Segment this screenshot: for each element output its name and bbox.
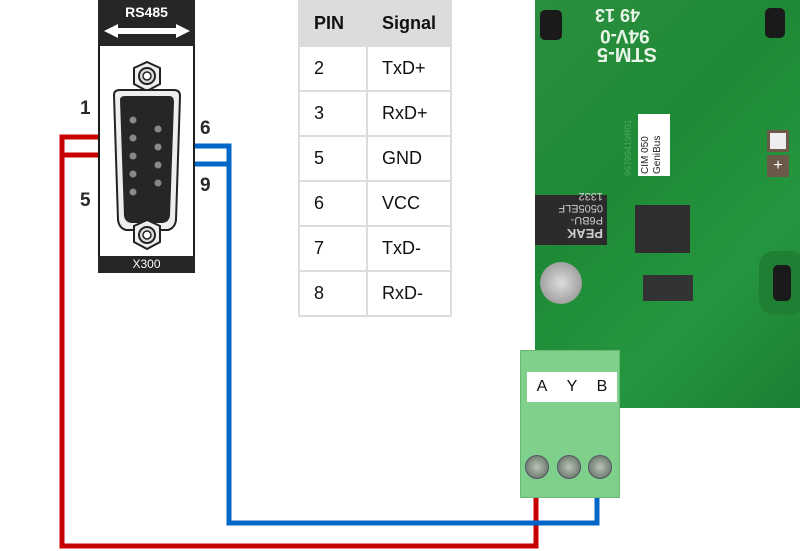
standoff-icon <box>765 8 785 38</box>
pin-label-5: 5 <box>80 190 91 211</box>
standoff-icon <box>773 265 791 301</box>
signal-cell: RxD+ <box>366 90 452 137</box>
solder-pad-square <box>767 130 789 152</box>
transceiver-chip <box>635 205 690 253</box>
component-part: P6BU-0505ELF <box>558 202 603 226</box>
signal-cell: VCC <box>366 180 452 227</box>
pin-cell: 2 <box>298 45 368 92</box>
terminal-label-a: A <box>536 378 548 395</box>
terminal-label-b: B <box>596 378 608 395</box>
pin-label-1: 1 <box>80 98 91 119</box>
component-code: 1332 <box>578 190 603 202</box>
module-label-sticker: CIM 050 GeniBus <box>638 114 670 176</box>
pin-cell: 8 <box>298 270 368 317</box>
cim050-module-board: 49 13 94V-0 STM-5 CIM 050 GeniBus 967994… <box>535 0 800 408</box>
bidirectional-arrow-icon <box>104 24 190 38</box>
table-header-row: PIN Signal <box>298 0 452 47</box>
standoff-icon <box>540 10 562 40</box>
pin-label-6: 6 <box>200 118 211 139</box>
panel-header <box>98 0 195 46</box>
pin-cell: 3 <box>298 90 368 137</box>
signal-cell: RxD- <box>366 270 452 317</box>
connector-label: X300 <box>98 256 195 273</box>
column-header-signal: Signal <box>366 0 452 47</box>
module-label-line2: GeniBus <box>652 135 663 174</box>
pin-cell: 7 <box>298 225 368 272</box>
diode-component <box>643 275 693 301</box>
screw-icon <box>540 262 582 304</box>
signal-cell: TxD- <box>366 225 452 272</box>
peak-dc-converter: PEAK P6BU-0505ELF 1332 <box>535 190 607 245</box>
panel-title: RS485 <box>125 4 168 20</box>
pin-cell: 5 <box>298 135 368 182</box>
terminal-label-y: Y <box>566 378 578 395</box>
pin-cell: 6 <box>298 180 368 227</box>
plus-pad-icon: + <box>767 155 789 177</box>
blue-wire-b <box>158 143 600 526</box>
signal-cell: GND <box>366 135 452 182</box>
dsub9-connector <box>112 60 182 251</box>
terminal-screw-y[interactable] <box>557 455 581 479</box>
board-mark-model: STM-5 <box>597 43 657 65</box>
module-label-line1: CIM 050 <box>640 136 651 174</box>
terminal-screw-a[interactable] <box>525 455 549 479</box>
terminal-label-strip: A Y B <box>527 372 617 402</box>
pin-label-9: 9 <box>200 175 211 196</box>
component-brand: PEAK <box>566 226 603 241</box>
signal-cell: TxD+ <box>366 45 452 92</box>
board-mark-date: 49 13 <box>595 5 641 25</box>
column-header-pin: PIN <box>298 0 368 47</box>
board-serial: 96799419R01 <box>623 119 633 176</box>
terminal-screw-b[interactable] <box>588 455 612 479</box>
